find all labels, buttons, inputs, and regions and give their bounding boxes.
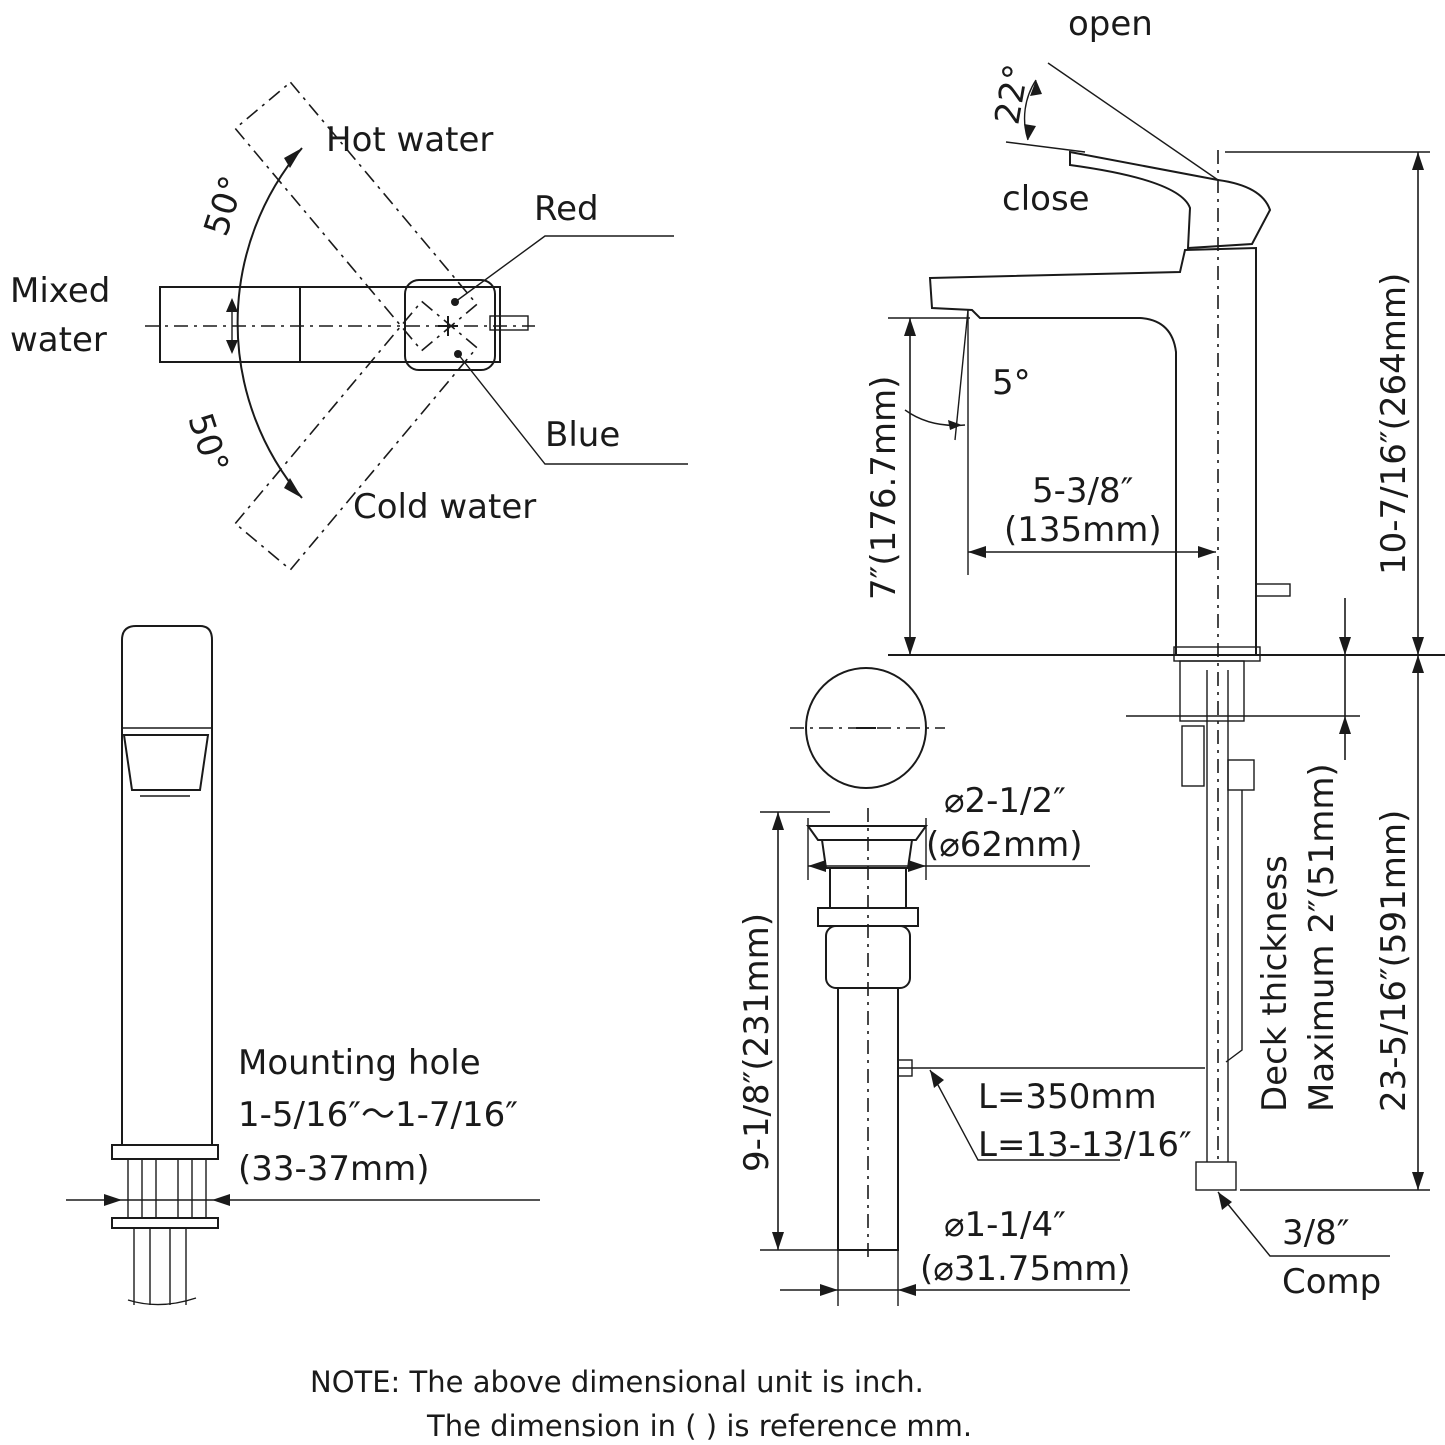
reach-arrow-right	[1198, 546, 1216, 558]
cartridge-square	[404, 279, 496, 371]
drain-top-dia-mm: (⌀62mm)	[926, 825, 1083, 865]
blue-leader-dot	[454, 350, 462, 358]
handle-hot-ghost	[234, 300, 478, 571]
mixed-water-label-1: Mixed	[10, 271, 110, 311]
reach-inch-label: 5-3/8″	[1032, 471, 1133, 511]
supply-arrow-top	[1412, 655, 1424, 673]
deck-arrow-top	[1339, 637, 1351, 655]
rod-leader	[929, 1069, 1120, 1161]
overall-height-label: 10-7/16″(264mm)	[1374, 273, 1414, 575]
blue-label: Blue	[545, 415, 620, 455]
mixed-water-label-2: water	[10, 320, 107, 360]
drain-height-label: 9-1/8″(231mm)	[737, 913, 777, 1172]
blue-leader	[457, 353, 688, 465]
comp-size-label: 3/8″	[1282, 1213, 1349, 1253]
spout-height-arrow-top	[904, 318, 916, 336]
rod-length-mm: L=350mm	[978, 1077, 1157, 1117]
red-leader	[454, 235, 674, 303]
angle-bottom-label: 50°	[179, 408, 236, 478]
rod-length-inch: L=13-13/16″	[978, 1125, 1192, 1165]
reach-arrow-left	[968, 546, 986, 558]
tail-dia-inch: ⌀1-1/4″	[944, 1205, 1066, 1245]
drain-height-arrow-top	[772, 812, 784, 830]
spout-angle-line	[954, 309, 969, 441]
supply-length-label: 23-5/16″(591mm)	[1374, 810, 1414, 1112]
drain-assembly: L=350mm L=13-13/16″ ⌀2-1/2″ (⌀62mm) 9-1/…	[737, 667, 1205, 1306]
lever-open-ghost	[1047, 62, 1219, 181]
note-line-1: NOTE: The above dimensional unit is inch…	[310, 1365, 924, 1399]
red-leader-dot	[451, 298, 459, 306]
open-label: open	[1068, 4, 1153, 44]
note-line-2: The dimension in ( ) is reference mm.	[426, 1409, 972, 1443]
mount-arrow-right	[212, 1194, 230, 1206]
open-arc-arrow-top	[1030, 80, 1042, 96]
drain-height-arrow-bottom	[772, 1232, 784, 1250]
comp-leader	[1217, 1191, 1390, 1257]
drain-top-arrow-right	[908, 860, 926, 872]
spout-height-arrow-bottom	[904, 637, 916, 655]
faucet-front-view: Mounting hole 1-5/16″～1-7/16″ (33-37mm)	[66, 625, 540, 1306]
drain-top-arrow-left	[808, 860, 826, 872]
comp-nut	[1195, 1161, 1237, 1191]
arc-arrow-bottom	[284, 478, 302, 498]
deck-thickness-label-2: Maximum 2″(51mm)	[1302, 763, 1342, 1112]
handle-cold-ghost	[234, 81, 478, 352]
drain-top-dia-inch: ⌀2-1/2″	[944, 781, 1066, 821]
rod-clip	[1227, 759, 1255, 791]
faucet-body	[928, 246, 1257, 656]
mount-label-2: 1-5/16″～1-7/16″	[238, 1095, 518, 1135]
mount-label-3: (33-37mm)	[238, 1149, 430, 1189]
rod-leader-arrow	[930, 1070, 944, 1088]
mount-label-1: Mounting hole	[238, 1043, 481, 1083]
lift-rod	[1225, 790, 1243, 1063]
reach-mm-label: (135mm)	[1004, 510, 1162, 550]
drain-cap	[806, 825, 928, 841]
angle-top-label: 50°	[197, 171, 254, 241]
spout-angle-label: 5°	[992, 363, 1031, 403]
pivot-nut	[897, 1059, 913, 1077]
overall-arrow-bottom	[1412, 637, 1424, 655]
close-label: close	[1002, 179, 1090, 219]
front-flange	[111, 1144, 219, 1160]
popup-rod-knob	[1255, 583, 1291, 597]
lever-closed	[1069, 150, 1272, 250]
lever-close-line	[1005, 141, 1086, 153]
supply-arrow-bottom	[1412, 1172, 1424, 1190]
open-angle-label: 22°	[987, 61, 1037, 127]
arc-arrow-top	[284, 148, 302, 168]
comp-leader-arrow	[1218, 1192, 1232, 1210]
deck-arrow-bottom	[1339, 716, 1351, 734]
arc-arrow-mid-up	[226, 298, 238, 312]
deck-thickness-label-1: Deck thickness	[1255, 855, 1295, 1112]
cold-water-label: Cold water	[353, 487, 536, 527]
hot-water-label: Hot water	[326, 120, 493, 160]
front-locknut	[111, 1217, 219, 1229]
tail-arrow-left	[820, 1284, 838, 1296]
mount-arrow-left	[104, 1194, 122, 1206]
arc-arrow-mid-down	[226, 340, 238, 354]
front-handle-recess	[122, 734, 210, 791]
tail-arrow-right	[898, 1284, 916, 1296]
locknut	[1181, 725, 1205, 787]
spout-height-label: 7″(176.7mm)	[864, 376, 904, 600]
red-label: Red	[534, 189, 599, 229]
handle-mixed-outline	[159, 286, 501, 363]
open-arc-arrow-bottom	[1024, 124, 1036, 140]
mounting-shank	[1179, 660, 1245, 722]
front-hose-break	[127, 1297, 197, 1306]
handle-stub	[489, 315, 529, 331]
rotation-arc	[236, 147, 303, 499]
open-angle-arc	[1023, 79, 1037, 141]
front-body	[121, 625, 213, 1146]
overall-arrow-top	[1412, 152, 1424, 170]
handle-top-view: Hot water Red Mixed water Blue Cold wate…	[10, 81, 688, 571]
drain-flange	[820, 839, 914, 869]
spout-angle-arrow	[948, 420, 962, 430]
faucet-side-view: 5° 5-3/8″ (135mm) 7″(176.7mm) 10-7/16″(2…	[864, 4, 1445, 1302]
comp-label: Comp	[1282, 1262, 1381, 1302]
tail-dia-mm: (⌀31.75mm)	[920, 1249, 1131, 1289]
